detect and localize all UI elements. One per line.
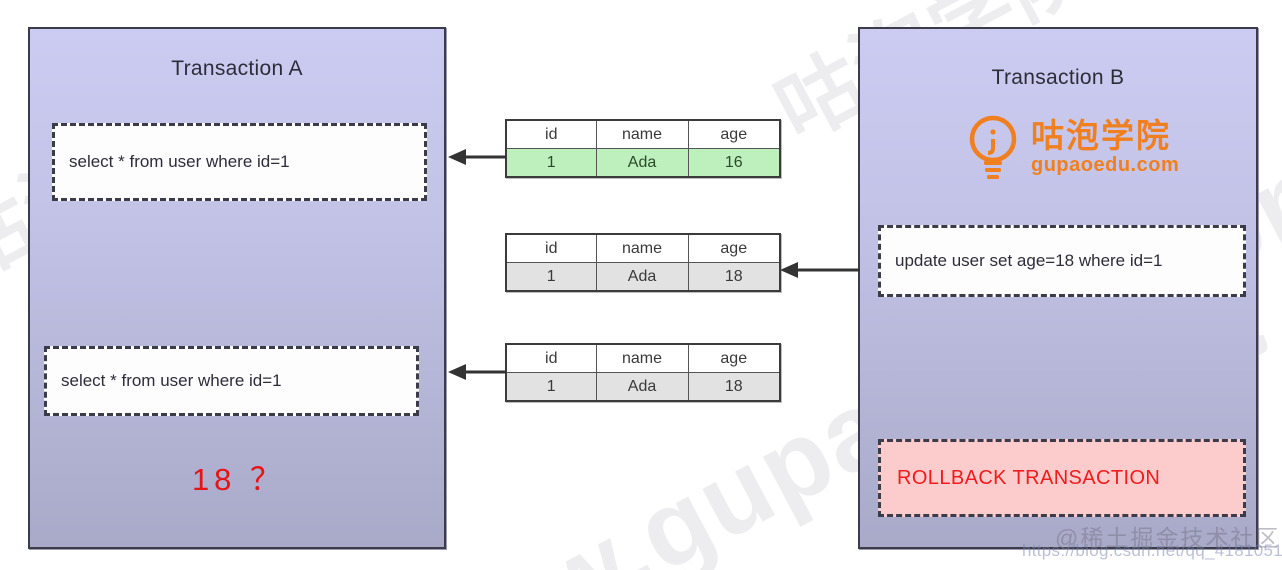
cell-age: 16	[687, 148, 781, 178]
cell-id: 1	[505, 372, 597, 402]
transaction-a-select-statement-2: select * from user where id=1	[44, 346, 419, 416]
gupaoedu-logo: 咕泡学院 gupaoedu.com	[964, 114, 1179, 180]
rollback-label: ROLLBACK TRANSACTION	[897, 466, 1161, 489]
cell-id: 1	[505, 148, 597, 178]
result-table-2: id name age 1 Ada 18	[505, 233, 781, 292]
table-header-row: id name age	[505, 233, 781, 263]
transaction-b-rollback-box: ROLLBACK TRANSACTION	[878, 439, 1246, 517]
table-header-row: id name age	[505, 119, 781, 149]
table-row: 1 Ada 18	[505, 372, 781, 402]
transaction-a-select-statement-1: select * from user where id=1	[52, 123, 427, 201]
column-header-age: age	[687, 119, 781, 149]
bottom-watermark-community: @稀土掘金技术社区	[1055, 525, 1281, 551]
result-table-1: id name age 1 Ada 16	[505, 119, 781, 178]
cell-name: Ada	[595, 262, 689, 292]
transaction-a-answer-annotation: 18 ？	[191, 462, 287, 497]
table-header-row: id name age	[505, 343, 781, 373]
column-header-age: age	[687, 343, 781, 373]
transaction-a-panel: Transaction A select * from user where i…	[28, 27, 446, 549]
bottom-watermark-url: https://blog.csdn.net/qq_41810516	[1022, 541, 1282, 560]
arrow-table1-to-transaction-a	[448, 149, 506, 165]
arrow-table3-to-transaction-a	[448, 364, 506, 380]
transaction-b-title: Transaction B	[991, 66, 1125, 89]
column-header-id: id	[505, 343, 597, 373]
logo-chinese-name: 咕泡学院	[1031, 117, 1171, 154]
table-row: 1 Ada 16	[505, 148, 781, 178]
logo-wordmark: 咕泡学院 gupaoedu.com	[1031, 119, 1179, 175]
transaction-b-panel: Transaction B 咕泡学院 gupaoedu.com update u…	[858, 27, 1258, 549]
transaction-a-title: Transaction A	[171, 57, 303, 80]
column-header-name: name	[595, 119, 689, 149]
transaction-b-update-statement: update user set age=18 where id=1	[878, 225, 1246, 297]
result-table-3: id name age 1 Ada 18	[505, 343, 781, 402]
arrow-transaction-b-to-table2	[780, 262, 860, 278]
column-header-name: name	[595, 343, 689, 373]
column-header-age: age	[687, 233, 781, 263]
column-header-name: name	[595, 233, 689, 263]
column-header-id: id	[505, 119, 597, 149]
cell-age: 18	[687, 372, 781, 402]
lightbulb-icon	[969, 115, 1017, 179]
table-row: 1 Ada 18	[505, 262, 781, 292]
cell-name: Ada	[595, 372, 689, 402]
logo-domain: gupaoedu.com	[1031, 154, 1180, 176]
cell-id: 1	[505, 262, 597, 292]
cell-name: Ada	[595, 148, 689, 178]
column-header-id: id	[505, 233, 597, 263]
cell-age: 18	[687, 262, 781, 292]
